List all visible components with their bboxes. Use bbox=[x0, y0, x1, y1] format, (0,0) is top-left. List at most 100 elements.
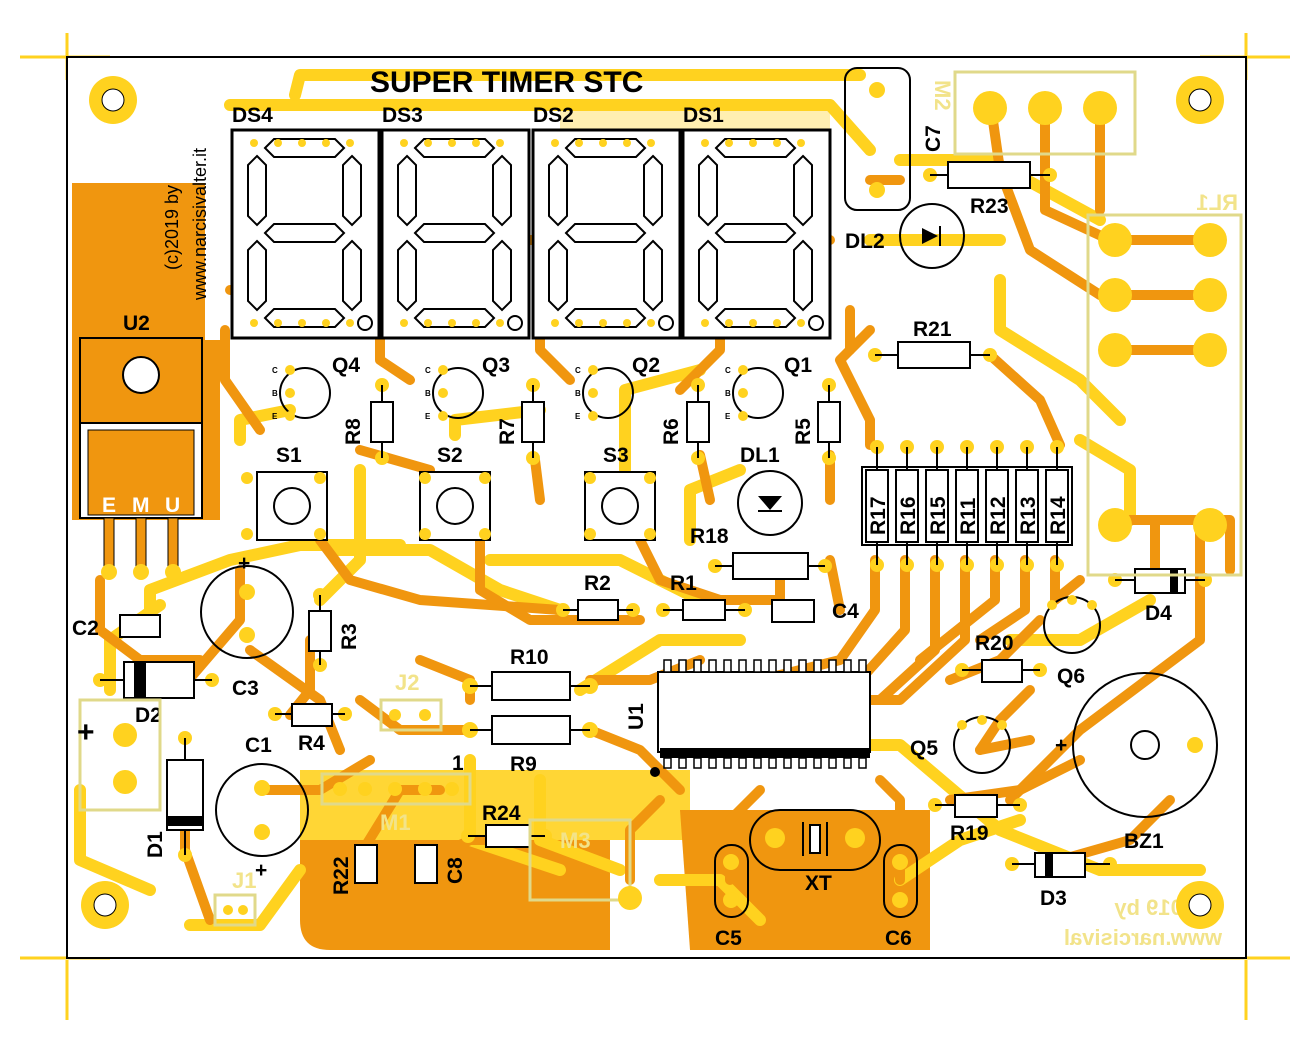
q6: Q6 bbox=[1043, 595, 1101, 688]
r8-label: R8 bbox=[342, 418, 365, 445]
d1-label: D1 bbox=[144, 831, 167, 858]
switches: S1 S2 S3 bbox=[241, 444, 656, 541]
display-label: DS3 bbox=[382, 104, 423, 127]
r5-label: R5 bbox=[792, 418, 815, 445]
r4-label: R4 bbox=[298, 732, 325, 755]
bank-resistor: R16 bbox=[895, 440, 920, 572]
r5: R5 bbox=[792, 378, 841, 465]
base-resistors: R8 R7 R6 R5 bbox=[342, 378, 841, 465]
s3: S3 bbox=[584, 444, 656, 541]
bank-resistor: R11 bbox=[955, 440, 980, 572]
q3-pin-e: E bbox=[425, 412, 431, 421]
q2-pin-e: E bbox=[575, 412, 581, 421]
r24-label: R24 bbox=[482, 802, 521, 825]
j1-label: J1 bbox=[232, 868, 256, 893]
c4-label: C4 bbox=[832, 600, 859, 623]
r21: R21 bbox=[868, 318, 997, 369]
q6-label: Q6 bbox=[1057, 665, 1085, 688]
q3-pin-b: B bbox=[425, 389, 431, 398]
dl2-label: DL2 bbox=[845, 230, 885, 253]
u2-pin-m: M bbox=[132, 494, 150, 517]
q2-pin-c: C bbox=[575, 366, 581, 375]
c6-label: C6 bbox=[885, 927, 912, 950]
q1-pin-e: E bbox=[725, 412, 731, 421]
r9-label: R9 bbox=[510, 753, 537, 776]
rl1-label: RL1 bbox=[1196, 190, 1238, 215]
s3-label: S3 bbox=[603, 444, 629, 467]
r3-label: R3 bbox=[338, 623, 361, 650]
display-2: DS3 bbox=[380, 104, 531, 340]
r7: R7 bbox=[496, 378, 545, 465]
bank-resistor-label: R14 bbox=[1047, 496, 1070, 535]
mounting-holes bbox=[81, 76, 1224, 929]
right-lower-section: Q6 Q5 R20 R19 D3 D4 bbox=[910, 568, 1212, 910]
u2-pin-u: U bbox=[165, 494, 180, 517]
crystal-section: XT C5 C6 bbox=[714, 809, 918, 950]
bank-resistor-label: R13 bbox=[1017, 496, 1040, 535]
q3-label: Q3 bbox=[482, 354, 510, 377]
c2-label: C2 bbox=[72, 617, 99, 640]
c1: C1 + bbox=[215, 734, 309, 882]
q4-pin-e: E bbox=[272, 412, 278, 421]
bz1-label: BZ1 bbox=[1124, 830, 1164, 853]
row-r2-r1-c4: R2 R1 C4 bbox=[556, 572, 859, 623]
bank-resistor: R12 bbox=[985, 440, 1010, 572]
r8: R8 bbox=[342, 378, 394, 465]
r19-label: R19 bbox=[950, 822, 989, 845]
r21-label: R21 bbox=[913, 318, 952, 341]
bank-resistor-label: R12 bbox=[987, 496, 1010, 535]
c1-label: C1 bbox=[245, 734, 272, 757]
c8-label: C8 bbox=[444, 857, 467, 884]
mcu-u1: U1 bbox=[625, 659, 871, 777]
r10-label: R10 bbox=[510, 646, 549, 669]
r7-label: R7 bbox=[496, 418, 519, 445]
r22-label: R22 bbox=[330, 856, 353, 895]
m1-pin1: 1 bbox=[452, 752, 464, 775]
u2-pin-e: E bbox=[102, 494, 116, 517]
bank-resistor: R13 bbox=[1015, 440, 1040, 572]
q5-label: Q5 bbox=[910, 737, 938, 760]
q2: C B E Q2 bbox=[575, 354, 660, 421]
j2-label: J2 bbox=[395, 670, 419, 695]
relay-rl1: RL1 bbox=[1086, 190, 1243, 577]
credit-block: (c)2019 by www.narcisivalter.it bbox=[162, 148, 210, 301]
display-4: DS1 bbox=[681, 104, 832, 340]
display-label: DS1 bbox=[683, 104, 724, 127]
q2-pin-b: B bbox=[575, 389, 581, 398]
display-3: DS2 bbox=[531, 104, 682, 340]
d3-label: D3 bbox=[1040, 887, 1067, 910]
middle-left-section: J2 R10 R9 R4 bbox=[268, 646, 598, 776]
d1: D1 bbox=[144, 731, 204, 862]
r3: R3 bbox=[308, 588, 361, 672]
display-1: DS4 bbox=[230, 104, 381, 340]
m2-label: M2 bbox=[930, 80, 955, 111]
r6-label: R6 bbox=[660, 418, 683, 445]
s2-label: S2 bbox=[437, 444, 463, 467]
regulator-u2: U2 E M U bbox=[79, 312, 203, 580]
power-input: + D1 C1 + J1 bbox=[77, 698, 309, 927]
xt-label: XT bbox=[805, 872, 832, 895]
s1: S1 bbox=[241, 444, 328, 541]
display-label: DS2 bbox=[533, 104, 574, 127]
r18: R18 bbox=[690, 525, 832, 580]
q4: C B E Q4 bbox=[272, 354, 360, 421]
buzzer-bz1: + BZ1 bbox=[1055, 672, 1218, 853]
input-plus: + bbox=[77, 716, 95, 749]
q1-label: Q1 bbox=[784, 354, 812, 377]
q5: Q5 bbox=[910, 715, 1011, 774]
m1-label: M1 bbox=[380, 810, 411, 835]
s2: S2 bbox=[419, 444, 491, 541]
q1-pin-b: B bbox=[725, 389, 731, 398]
left-power-section: C2 + C3 D2 R3 bbox=[72, 552, 361, 727]
q1-pin-c: C bbox=[725, 366, 731, 375]
header-m1: 1 M1 bbox=[320, 752, 472, 835]
r6: R6 bbox=[660, 378, 710, 465]
transistors-top: C B E Q4 C B E Q3 C B E Q2 C B E Q1 bbox=[272, 354, 812, 421]
d2-label: D2 bbox=[135, 704, 162, 727]
c1-plus: + bbox=[255, 859, 267, 882]
bank-resistor: R15 bbox=[925, 440, 950, 572]
c5-label: C5 bbox=[715, 927, 742, 950]
